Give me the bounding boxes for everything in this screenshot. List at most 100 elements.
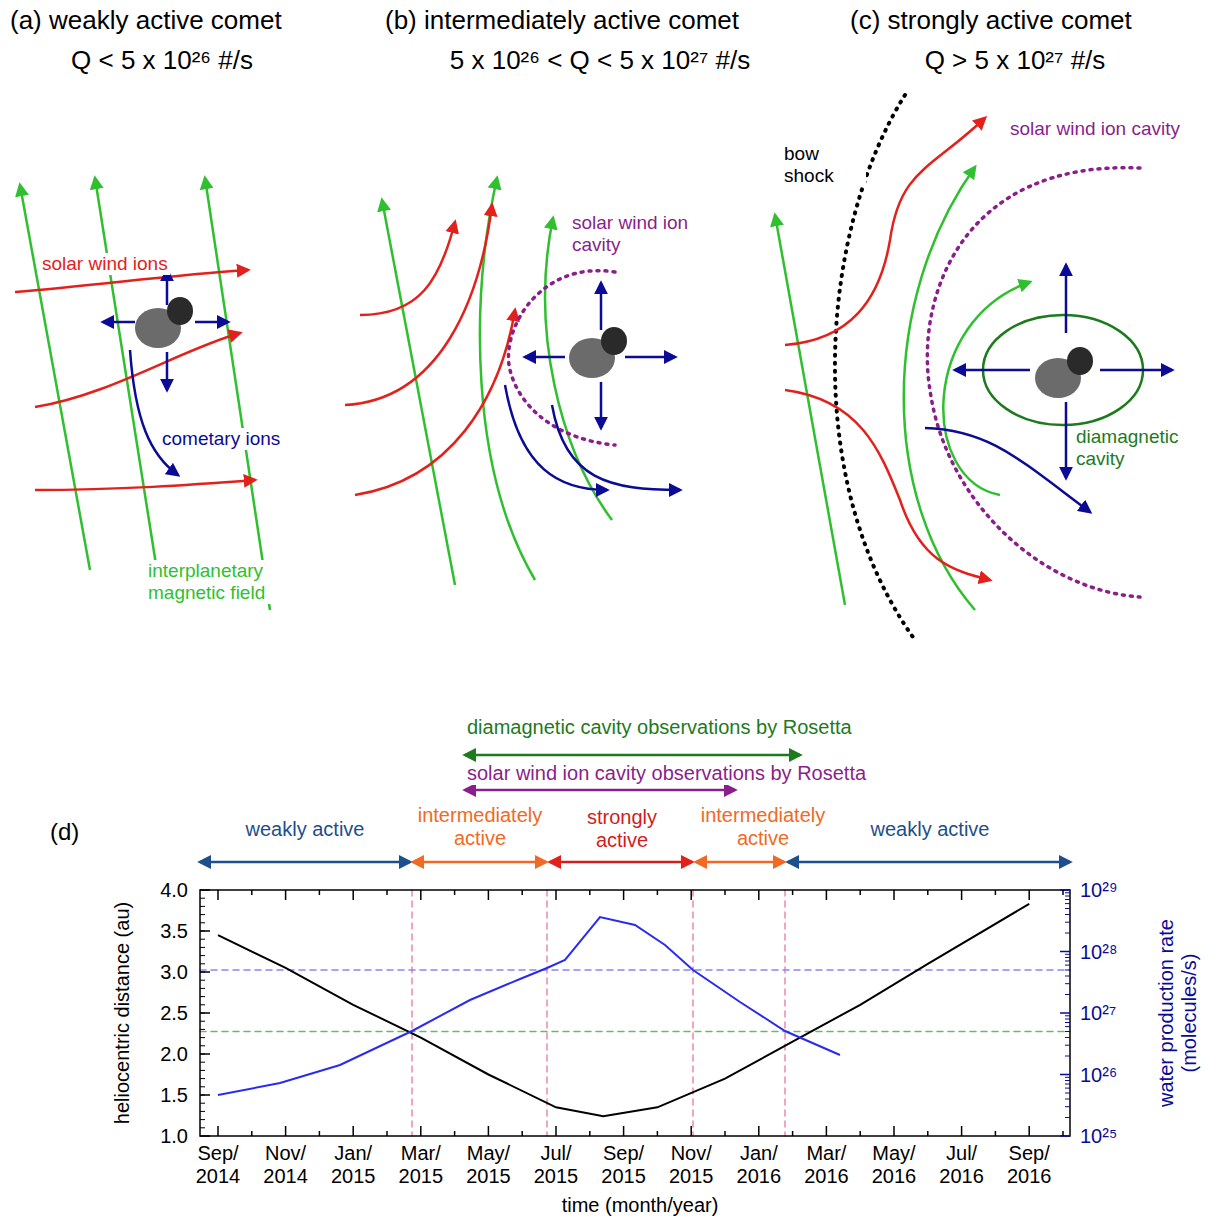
figure-label: bow shock (782, 143, 866, 187)
axis-tick (386, 1131, 388, 1136)
axis-minor-tick (200, 1095, 205, 1096)
axis-minor-tick (200, 980, 205, 981)
axis-tick (454, 1131, 456, 1136)
axis-tick (200, 889, 210, 891)
axis-tick (454, 890, 456, 895)
figure-label: (b) intermediately active comet (383, 6, 741, 36)
axis-minor-tick (200, 963, 205, 964)
axis-minor-tick (1065, 1093, 1070, 1094)
axis-minor-tick (200, 1054, 205, 1055)
figure-label: Jul/ 2015 (527, 1142, 585, 1188)
figure-label: (d) (48, 818, 81, 846)
axis-minor-tick (1065, 1045, 1070, 1046)
cometary-ion-path (925, 428, 1090, 512)
cometary-ion-path (552, 405, 680, 490)
axis-tick (1062, 1131, 1064, 1136)
axis-tick (555, 1126, 557, 1136)
figure-label: weakly active (244, 818, 367, 841)
outflow-arrow (600, 382, 603, 428)
axis-tick (386, 890, 388, 895)
magnetic-field-line (95, 178, 160, 590)
axis-minor-tick (1065, 1080, 1070, 1081)
axis-tick (690, 890, 692, 900)
solar-wind-ion-path (35, 333, 240, 407)
figure-label: diamagnetic cavity (1074, 426, 1218, 470)
axis-tick (352, 1126, 354, 1136)
axis-minor-tick (1065, 961, 1070, 962)
cometary-ion-path (130, 350, 178, 475)
phase-boundary-line (411, 890, 413, 1136)
outflow-arrow (195, 321, 228, 324)
axis-minor-tick (200, 898, 205, 899)
period-arrow (465, 754, 800, 757)
outflow-arrow (625, 356, 675, 359)
axis-tick (758, 890, 760, 900)
figure-label: 1.0 (158, 1125, 190, 1148)
axis-minor-tick (200, 1029, 205, 1030)
magnetic-field-line (20, 185, 90, 570)
axis-tick (1062, 890, 1064, 895)
axis-tick (555, 890, 557, 900)
axis-minor-tick (1065, 1106, 1070, 1107)
axis-minor-tick (1065, 896, 1070, 897)
activity-period-arrow (200, 861, 410, 864)
outflow-arrow (1065, 402, 1068, 478)
figure-label: (a) weakly active comet (8, 6, 284, 36)
axis-minor-tick (200, 972, 205, 973)
figure-label: intermediately active (686, 804, 840, 850)
axis-minor-tick (1065, 1088, 1070, 1089)
axis-minor-tick (200, 914, 205, 915)
axis-minor-tick (200, 1119, 205, 1120)
axis-minor-tick (1065, 922, 1070, 923)
axis-tick (758, 1126, 760, 1136)
axis-minor-tick (200, 1045, 205, 1046)
magnetic-field-line (775, 215, 845, 605)
outflow-arrow (103, 321, 135, 324)
axis-minor-tick (200, 947, 205, 948)
axis-minor-tick (200, 955, 205, 956)
axis-tick (251, 1131, 253, 1136)
axis-tick (200, 971, 210, 973)
axis-minor-tick (200, 996, 205, 997)
axis-tick (859, 890, 861, 895)
figure-label: 4.0 (158, 879, 190, 902)
axis-tick (995, 1131, 997, 1136)
axis-minor-tick (1065, 933, 1070, 934)
axis-tick (200, 1012, 210, 1014)
axis-minor-tick (1065, 1099, 1070, 1100)
axis-minor-tick (1065, 954, 1070, 955)
axis-minor-tick (200, 922, 205, 923)
axis-minor-tick (1065, 892, 1070, 893)
figure-label: Mar/ 2016 (797, 1142, 855, 1188)
comet-nucleus-lobe (167, 297, 193, 325)
axis-tick (1028, 1126, 1030, 1136)
axis-minor-tick (1065, 899, 1070, 900)
axis-minor-tick (200, 939, 205, 940)
axis-tick (657, 890, 659, 895)
figure-label: Sep/ 2014 (189, 1142, 247, 1188)
threshold-line (200, 1031, 1070, 1033)
axis-tick (792, 890, 794, 895)
outflow-arrow (600, 283, 603, 330)
figure-label: 2.5 (158, 1002, 190, 1025)
axis-tick (927, 890, 929, 895)
figure-label: weakly active (869, 818, 992, 841)
comet-nucleus-lobe (1067, 347, 1093, 375)
axis-tick (420, 1126, 422, 1136)
axis-minor-tick (1065, 1031, 1070, 1032)
figure-label: Nov/ 2015 (662, 1142, 720, 1188)
axis-minor-tick (1065, 1019, 1070, 1020)
figure-label: 10²⁸ (1078, 940, 1119, 963)
axis-minor-tick (200, 1111, 205, 1112)
phase-boundary-line (546, 890, 548, 1136)
comet-nucleus-lobe (601, 327, 627, 355)
period-arrow (465, 789, 735, 792)
axis-minor-tick (200, 1004, 205, 1005)
axis-tick (420, 890, 422, 900)
axis-tick (285, 890, 287, 900)
axis-tick (589, 890, 591, 895)
figure-label: heliocentric distance (au) (111, 900, 134, 1126)
axis-minor-tick (1065, 1026, 1070, 1027)
figure-label: Jan/ 2016 (730, 1142, 788, 1188)
